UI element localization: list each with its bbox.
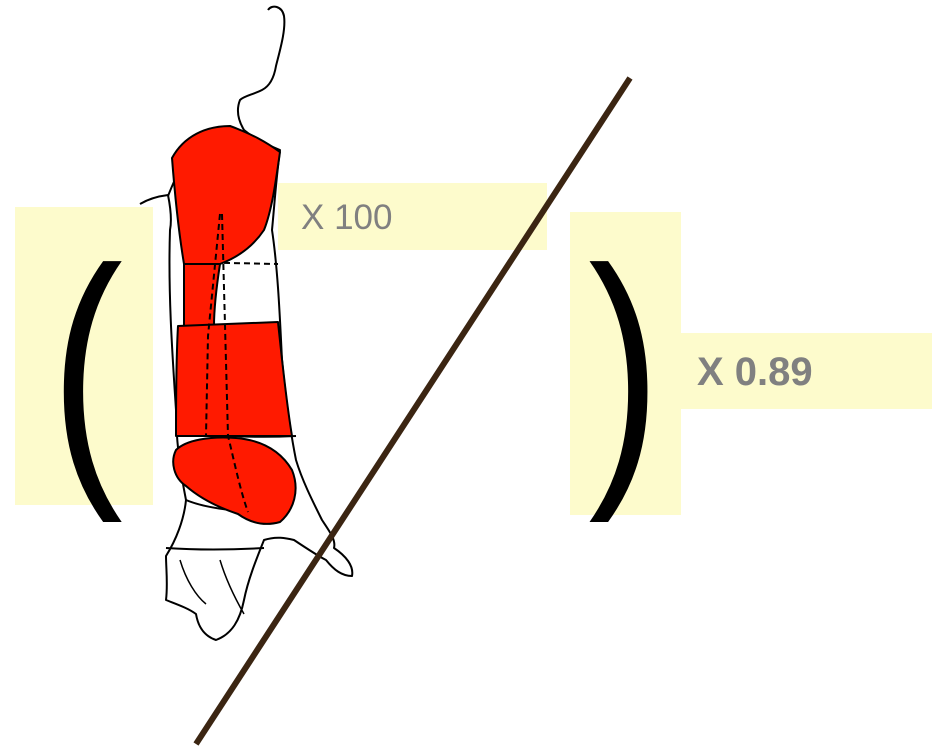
x089-highlight (680, 333, 932, 409)
pig-half-carcass-icon (139, 5, 354, 641)
factor-x100-label: X 100 (301, 198, 393, 237)
left-paren-highlight (15, 207, 153, 505)
cut-loin-strip (183, 263, 221, 327)
factor-x089-label: X 0.89 (697, 350, 813, 394)
close-parenthesis: ) (588, 212, 661, 524)
cut-shoulder (171, 125, 281, 265)
cut-ham (172, 436, 297, 525)
open-parenthesis: ( (50, 212, 123, 524)
cut-loin (175, 321, 293, 437)
